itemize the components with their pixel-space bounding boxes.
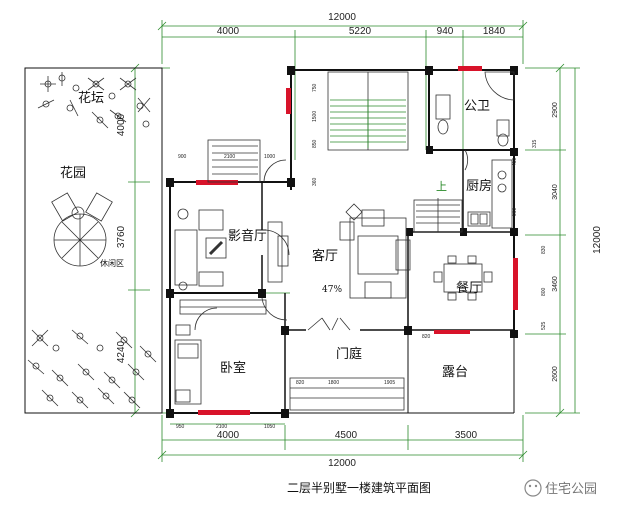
label-bedroom: 卧室 <box>220 360 246 376</box>
bottom-dim-3: 3500 <box>455 430 478 441</box>
small-dim-1905: 1905 <box>384 380 395 386</box>
small-dim-1500: 1500 <box>312 111 318 122</box>
small-dim-830: 830 <box>541 245 547 254</box>
small-dim-900: 900 <box>178 154 187 160</box>
bottom-dim-2: 4500 <box>335 430 358 441</box>
top-dim-2: 5220 <box>349 26 372 37</box>
bottom-total-dim: 12000 <box>328 458 356 469</box>
main-staircase <box>327 71 409 151</box>
grid-lines <box>128 20 580 462</box>
small-dim-360: 360 <box>312 177 318 186</box>
label-garden-bed: 花坛 <box>78 90 104 106</box>
small-dim-1800: 1800 <box>328 380 339 386</box>
label-dining: 餐厅 <box>456 280 482 296</box>
right-dim-3: 3460 <box>552 276 559 292</box>
label-kitchen: 厨房 <box>466 178 492 194</box>
bath-fixtures <box>435 71 515 147</box>
wechat-icon <box>524 479 542 497</box>
left-dim-2: 3760 <box>116 225 127 248</box>
small-dim-800: 800 <box>541 287 547 296</box>
small-dim-2100: 2100 <box>224 154 235 160</box>
room-labels: 花坛 花园 休闲区 影音厅 客厅 47% 公卫 厨房 餐厅 卧室 门庭 露台 上 <box>60 90 492 380</box>
right-dim-1: 2900 <box>552 102 559 118</box>
small-dim-315: 315 <box>532 139 538 148</box>
small-dim-1000: 1000 <box>264 154 275 160</box>
label-percent: 47% <box>322 285 342 295</box>
small-dim-850: 850 <box>312 139 318 148</box>
theater-furniture <box>174 208 289 291</box>
garden-plants <box>27 72 157 409</box>
watermark-text: 住宅公园 <box>545 482 597 497</box>
right-dim-4: 2600 <box>552 366 559 382</box>
small-dim-525: 525 <box>541 321 547 330</box>
small-dim-820b: 820 <box>296 380 305 386</box>
top-dim-4: 1840 <box>483 26 506 37</box>
dining-set <box>433 255 493 301</box>
label-theater: 影音厅 <box>228 228 267 244</box>
label-living: 客厅 <box>312 248 338 264</box>
left-dim-1: 4000 <box>116 113 127 136</box>
small-dim-1050: 1050 <box>264 424 275 430</box>
windows <box>196 66 518 415</box>
bottom-dim-1: 4000 <box>217 430 240 441</box>
label-terrace: 露台 <box>442 365 468 380</box>
top-dim-3: 940 <box>437 26 454 37</box>
right-total-dim: 12000 <box>592 226 603 254</box>
small-dim-2100b: 2100 <box>216 424 227 430</box>
drawing-title: 二层半别墅一楼建筑平面图 <box>287 480 431 495</box>
foyer-steps <box>289 377 405 411</box>
label-bath: 公卫 <box>464 99 490 114</box>
side-staircase <box>207 139 261 183</box>
bedroom-furniture <box>174 299 267 405</box>
label-garden: 花园 <box>60 165 86 181</box>
top-dim-1: 4000 <box>217 26 240 37</box>
small-dim-950: 950 <box>176 424 185 430</box>
garden-boundary <box>24 67 163 414</box>
small-dim-820: 820 <box>422 334 431 340</box>
small-dim-750: 750 <box>312 83 318 92</box>
kitchen-staircase <box>413 198 463 233</box>
top-total-dim: 12000 <box>328 12 356 23</box>
kitchen-counter <box>467 159 513 229</box>
label-up: 上 <box>436 180 447 193</box>
dimension-labels: 12000 4000 5220 940 1840 4000 4500 3500 … <box>116 12 603 469</box>
left-dim-3: 4240 <box>116 340 127 363</box>
watermark: 住宅公园 <box>524 479 597 497</box>
small-dim-450: 450 <box>512 157 518 166</box>
small-dim-960: 960 <box>512 207 518 216</box>
right-dim-2: 3040 <box>552 184 559 200</box>
label-leisure: 休闲区 <box>100 258 124 268</box>
living-furniture <box>339 203 411 299</box>
label-foyer: 门庭 <box>336 346 362 362</box>
